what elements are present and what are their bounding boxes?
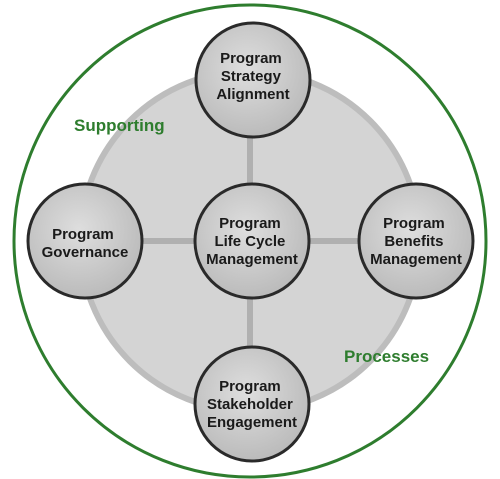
node-center-circle <box>193 182 311 300</box>
node-top-line-1: Program <box>220 50 282 67</box>
node-right: Program Benefits Management <box>357 182 475 300</box>
node-top: Program Strategy Alignment <box>194 21 312 139</box>
node-top-line-3: Alignment <box>216 86 289 103</box>
node-top-circle <box>194 21 312 139</box>
node-top-label: Program Strategy Alignment <box>216 50 289 103</box>
node-bottom-line-1: Program <box>219 378 281 395</box>
node-center-line-3: Management <box>206 251 298 268</box>
node-left-line-2: Governance <box>42 244 129 261</box>
supporting-label: Supporting <box>74 116 165 135</box>
node-left-label: Program Governance <box>42 226 129 261</box>
node-bottom-label: Program Stakeholder Engagement <box>207 378 297 431</box>
node-center-line-1: Program <box>219 215 281 232</box>
node-bottom-line-2: Stakeholder <box>207 396 293 413</box>
node-top-line-2: Strategy <box>221 68 282 85</box>
node-right-line-1: Program <box>383 215 445 232</box>
node-bottom: Program Stakeholder Engagement <box>193 345 311 463</box>
node-center-label: Program Life Cycle Management <box>206 215 298 268</box>
node-bottom-circle <box>193 345 311 463</box>
node-bottom-line-3: Engagement <box>207 414 297 431</box>
node-right-line-3: Management <box>370 251 462 268</box>
node-right-circle <box>357 182 475 300</box>
node-left-circle <box>26 182 144 300</box>
node-left-line-1: Program <box>52 226 114 243</box>
node-center-line-2: Life Cycle <box>214 233 285 250</box>
node-left: Program Governance <box>26 182 144 300</box>
node-right-line-2: Benefits <box>384 233 443 250</box>
node-center: Program Life Cycle Management <box>193 182 311 300</box>
node-right-label: Program Benefits Management <box>370 215 462 268</box>
processes-label: Processes <box>344 347 429 366</box>
